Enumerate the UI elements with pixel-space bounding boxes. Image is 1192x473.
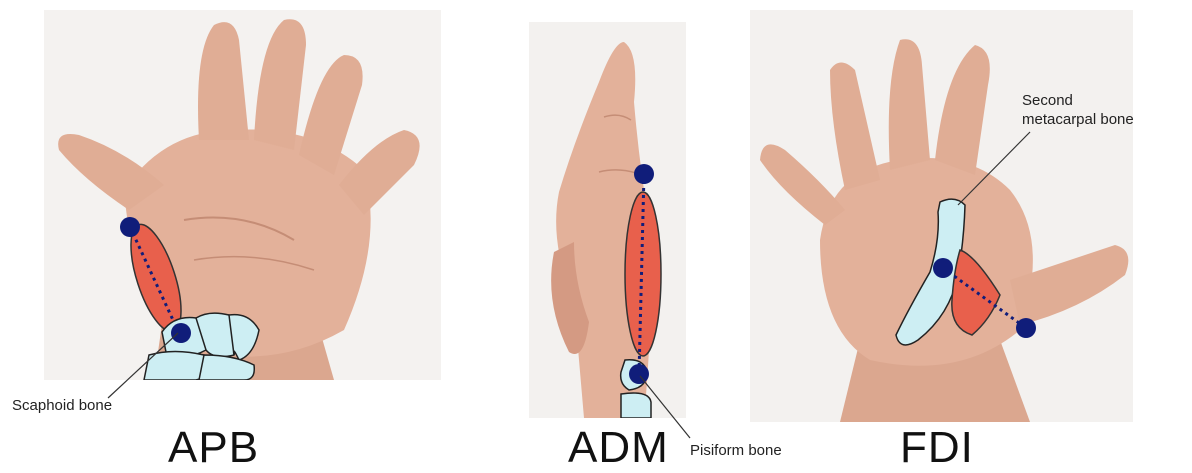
second-metacarpal-label-line1: Second bbox=[1022, 91, 1134, 110]
side-hand-illustration bbox=[529, 22, 686, 418]
second-metacarpal-label-line2: metacarpal bone bbox=[1022, 110, 1134, 129]
scaphoid-bone-label: Scaphoid bone bbox=[12, 396, 112, 415]
apb-label: APB bbox=[168, 423, 259, 473]
pisiform-bone-label: Pisiform bone bbox=[690, 441, 782, 460]
adm-photo-panel bbox=[529, 22, 686, 418]
palm-hand-illustration bbox=[44, 10, 441, 380]
fdi-photo-panel bbox=[750, 10, 1133, 422]
adm-label: ADM bbox=[568, 423, 669, 473]
second-metacarpal-label: Second metacarpal bone bbox=[1022, 91, 1134, 129]
fdi-label: FDI bbox=[900, 423, 974, 473]
dorsal-hand-illustration bbox=[750, 10, 1133, 422]
apb-photo-panel bbox=[44, 10, 441, 380]
